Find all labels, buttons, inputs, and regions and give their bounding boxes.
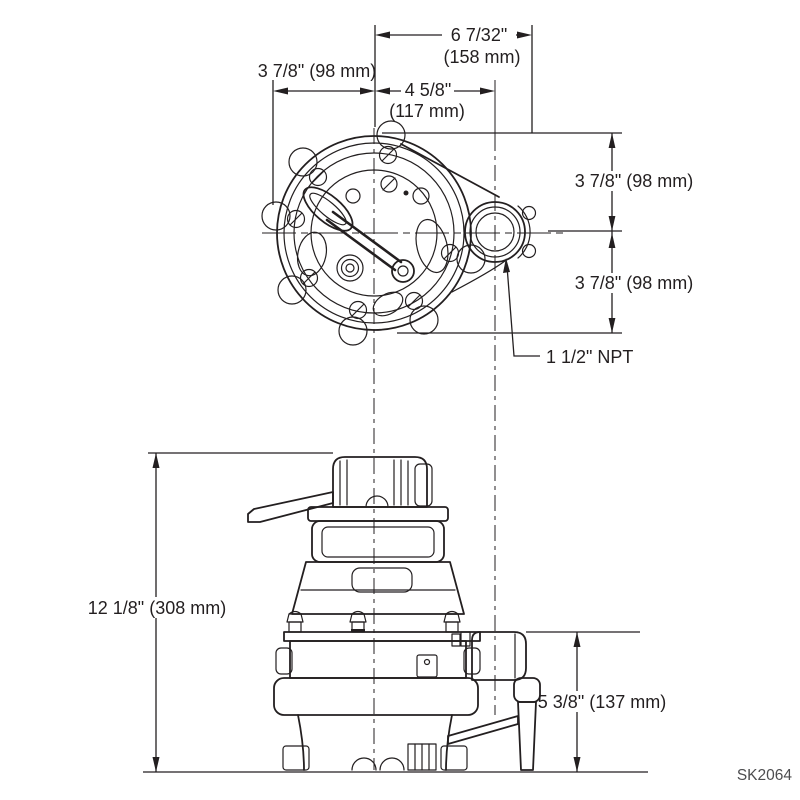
flange-outer-ring: [276, 135, 472, 331]
casting-pocket-left: [296, 231, 328, 277]
volute-band: [273, 677, 479, 716]
dim-port-width-mm: (117 mm): [389, 101, 465, 121]
handle-grip-inner: [309, 192, 347, 226]
dim-discharge-height-label: 5 3/8" (137 mm): [538, 692, 666, 712]
dim-overall-height-label: 12 1/8" (308 mm): [88, 598, 226, 618]
hub-bolt-outer: [336, 254, 364, 282]
foot-left: [282, 745, 310, 771]
handle-end-boss: [391, 259, 415, 283]
npt-label: 1 1/2" NPT: [546, 347, 633, 367]
switch-cap: [332, 456, 428, 508]
dim-discharge-height: 5 3/8" (137 mm): [538, 632, 666, 772]
motor-bell: [291, 561, 465, 615]
discharge-port-top: [400, 143, 537, 293]
latch-pin: [423, 658, 431, 666]
dim-right-heights: 3 7/8" (98 mm) 3 7/8" (98 mm): [575, 133, 693, 333]
dim-overall-width-inches: 6 7/32": [451, 25, 507, 45]
side-view-pump: [247, 456, 541, 771]
handle-pivot-left: [345, 188, 361, 204]
handle-top: [302, 186, 430, 283]
port-flange-ring: [464, 201, 526, 263]
seal-ear-left: [275, 647, 293, 675]
flange-lugs: [261, 120, 486, 346]
top-view-pump: [261, 120, 537, 346]
handle-bar-2: [325, 218, 397, 272]
fitting-nipple-1: [451, 633, 461, 647]
support-strut: [447, 715, 519, 745]
intake-grille: [407, 743, 437, 771]
dim-upper-height-label: 3 7/8" (98 mm): [575, 171, 693, 191]
dim-left-width: 3 7/8" (98 mm): [258, 61, 376, 95]
foot-right: [440, 745, 468, 771]
port-thread-ring: [469, 206, 521, 258]
cap-arch-detail: [365, 495, 389, 508]
motor-housing-panel: [321, 526, 435, 558]
latch-detail: [416, 654, 438, 678]
flange-mid-ring: [283, 142, 465, 324]
seal-housing: [289, 640, 467, 679]
dim-overall-width-mm: (158 mm): [443, 47, 520, 67]
motor-collar: [307, 506, 449, 522]
port-bore-ring: [475, 212, 515, 252]
port-ear-lower: [521, 243, 537, 259]
handle-pivot-right: [412, 187, 430, 205]
handle-end-pin: [397, 265, 409, 277]
drawing-number: SK2064: [737, 767, 793, 784]
intake-arches: [351, 757, 405, 771]
handle-clip-side: [247, 491, 334, 523]
casting-pocket-right: [415, 218, 449, 274]
casting-details-top: [296, 175, 449, 317]
port-arm-lower-edge: [451, 260, 506, 293]
centerlines: [262, 80, 566, 770]
discharge-side: [447, 631, 541, 771]
vent-screw: [380, 175, 398, 193]
seal-flange: [283, 631, 481, 642]
discharge-leg: [517, 701, 537, 771]
handle-bar-1: [331, 210, 403, 264]
hub-bolt-inner: [345, 263, 355, 273]
casting-pocket-bottom: [372, 291, 404, 317]
hub-bolt-mid: [340, 258, 360, 278]
vent-screw-slot: [382, 177, 396, 191]
dim-lower-height-label: 3 7/8" (98 mm): [575, 273, 693, 293]
port-ear-upper: [521, 205, 537, 221]
dim-left-width-label: 3 7/8" (98 mm): [258, 61, 376, 81]
npt-callout: 1 1/2" NPT: [503, 258, 633, 367]
casting-dot: [403, 190, 409, 196]
dimensions: 6 7/32" (158 mm) 4 5/8" (117 mm) 3 7/8" …: [86, 23, 792, 784]
port-arm-upper-edge: [400, 143, 500, 198]
flange-inner-ring: [293, 152, 455, 314]
discharge-foot-cap: [513, 677, 541, 703]
dim-overall-height: 12 1/8" (308 mm): [86, 453, 228, 772]
handle-grip: [302, 186, 354, 232]
nameplate: [351, 567, 413, 593]
cord-clamp: [414, 463, 433, 507]
switch-cap-ribs: [339, 459, 409, 506]
fitting-nipple-2: [460, 631, 471, 647]
dim-overall-width: 6 7/32" (158 mm): [375, 23, 532, 67]
dim-port-width-inches: 4 5/8": [405, 80, 451, 100]
dim-port-width: 4 5/8" (117 mm): [375, 80, 495, 121]
